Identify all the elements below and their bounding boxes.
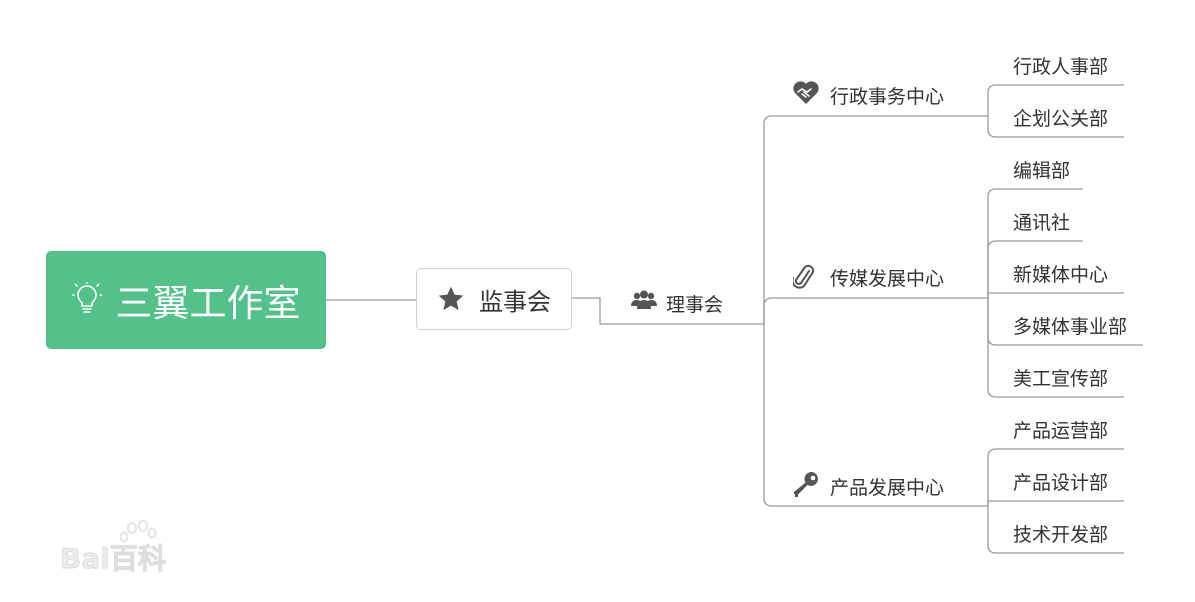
handshake-heart-icon — [793, 81, 819, 104]
star-icon — [438, 286, 464, 311]
department-item[interactable]: 企划公关部 — [1013, 108, 1109, 130]
people-icon — [631, 290, 657, 309]
lightbulb-icon — [71, 282, 102, 313]
baidu-paw-icon — [119, 520, 157, 543]
supervisory-label: 监事会 — [479, 287, 551, 316]
department-item[interactable]: 行政人事部 — [1013, 56, 1109, 78]
department-item[interactable]: 多媒体事业部 — [1013, 316, 1128, 338]
watermark: Bai百科 — [60, 520, 166, 575]
department-item[interactable]: 编辑部 — [1013, 160, 1071, 182]
root-node[interactable]: 三翼工作室 — [46, 251, 326, 349]
board-label[interactable]: 理事会 — [666, 294, 724, 316]
root-title: 三翼工作室 — [115, 282, 301, 325]
center-label[interactable]: 传媒发展中心 — [830, 268, 945, 290]
department-item[interactable]: 美工宣传部 — [1013, 368, 1109, 390]
supervisory-node[interactable]: 监事会 — [416, 268, 572, 330]
department-item[interactable]: 产品运营部 — [1013, 420, 1109, 442]
key-icon — [794, 471, 818, 497]
department-item[interactable]: 新媒体中心 — [1013, 264, 1109, 286]
watermark-text: Bai百科 — [60, 542, 166, 575]
center-label[interactable]: 行政事务中心 — [830, 86, 945, 108]
department-item[interactable]: 技术开发部 — [1013, 524, 1109, 546]
department-item[interactable]: 通讯社 — [1013, 212, 1071, 234]
department-item[interactable]: 产品设计部 — [1013, 472, 1109, 494]
center-label[interactable]: 产品发展中心 — [830, 477, 945, 499]
paperclip-icon — [793, 264, 815, 289]
